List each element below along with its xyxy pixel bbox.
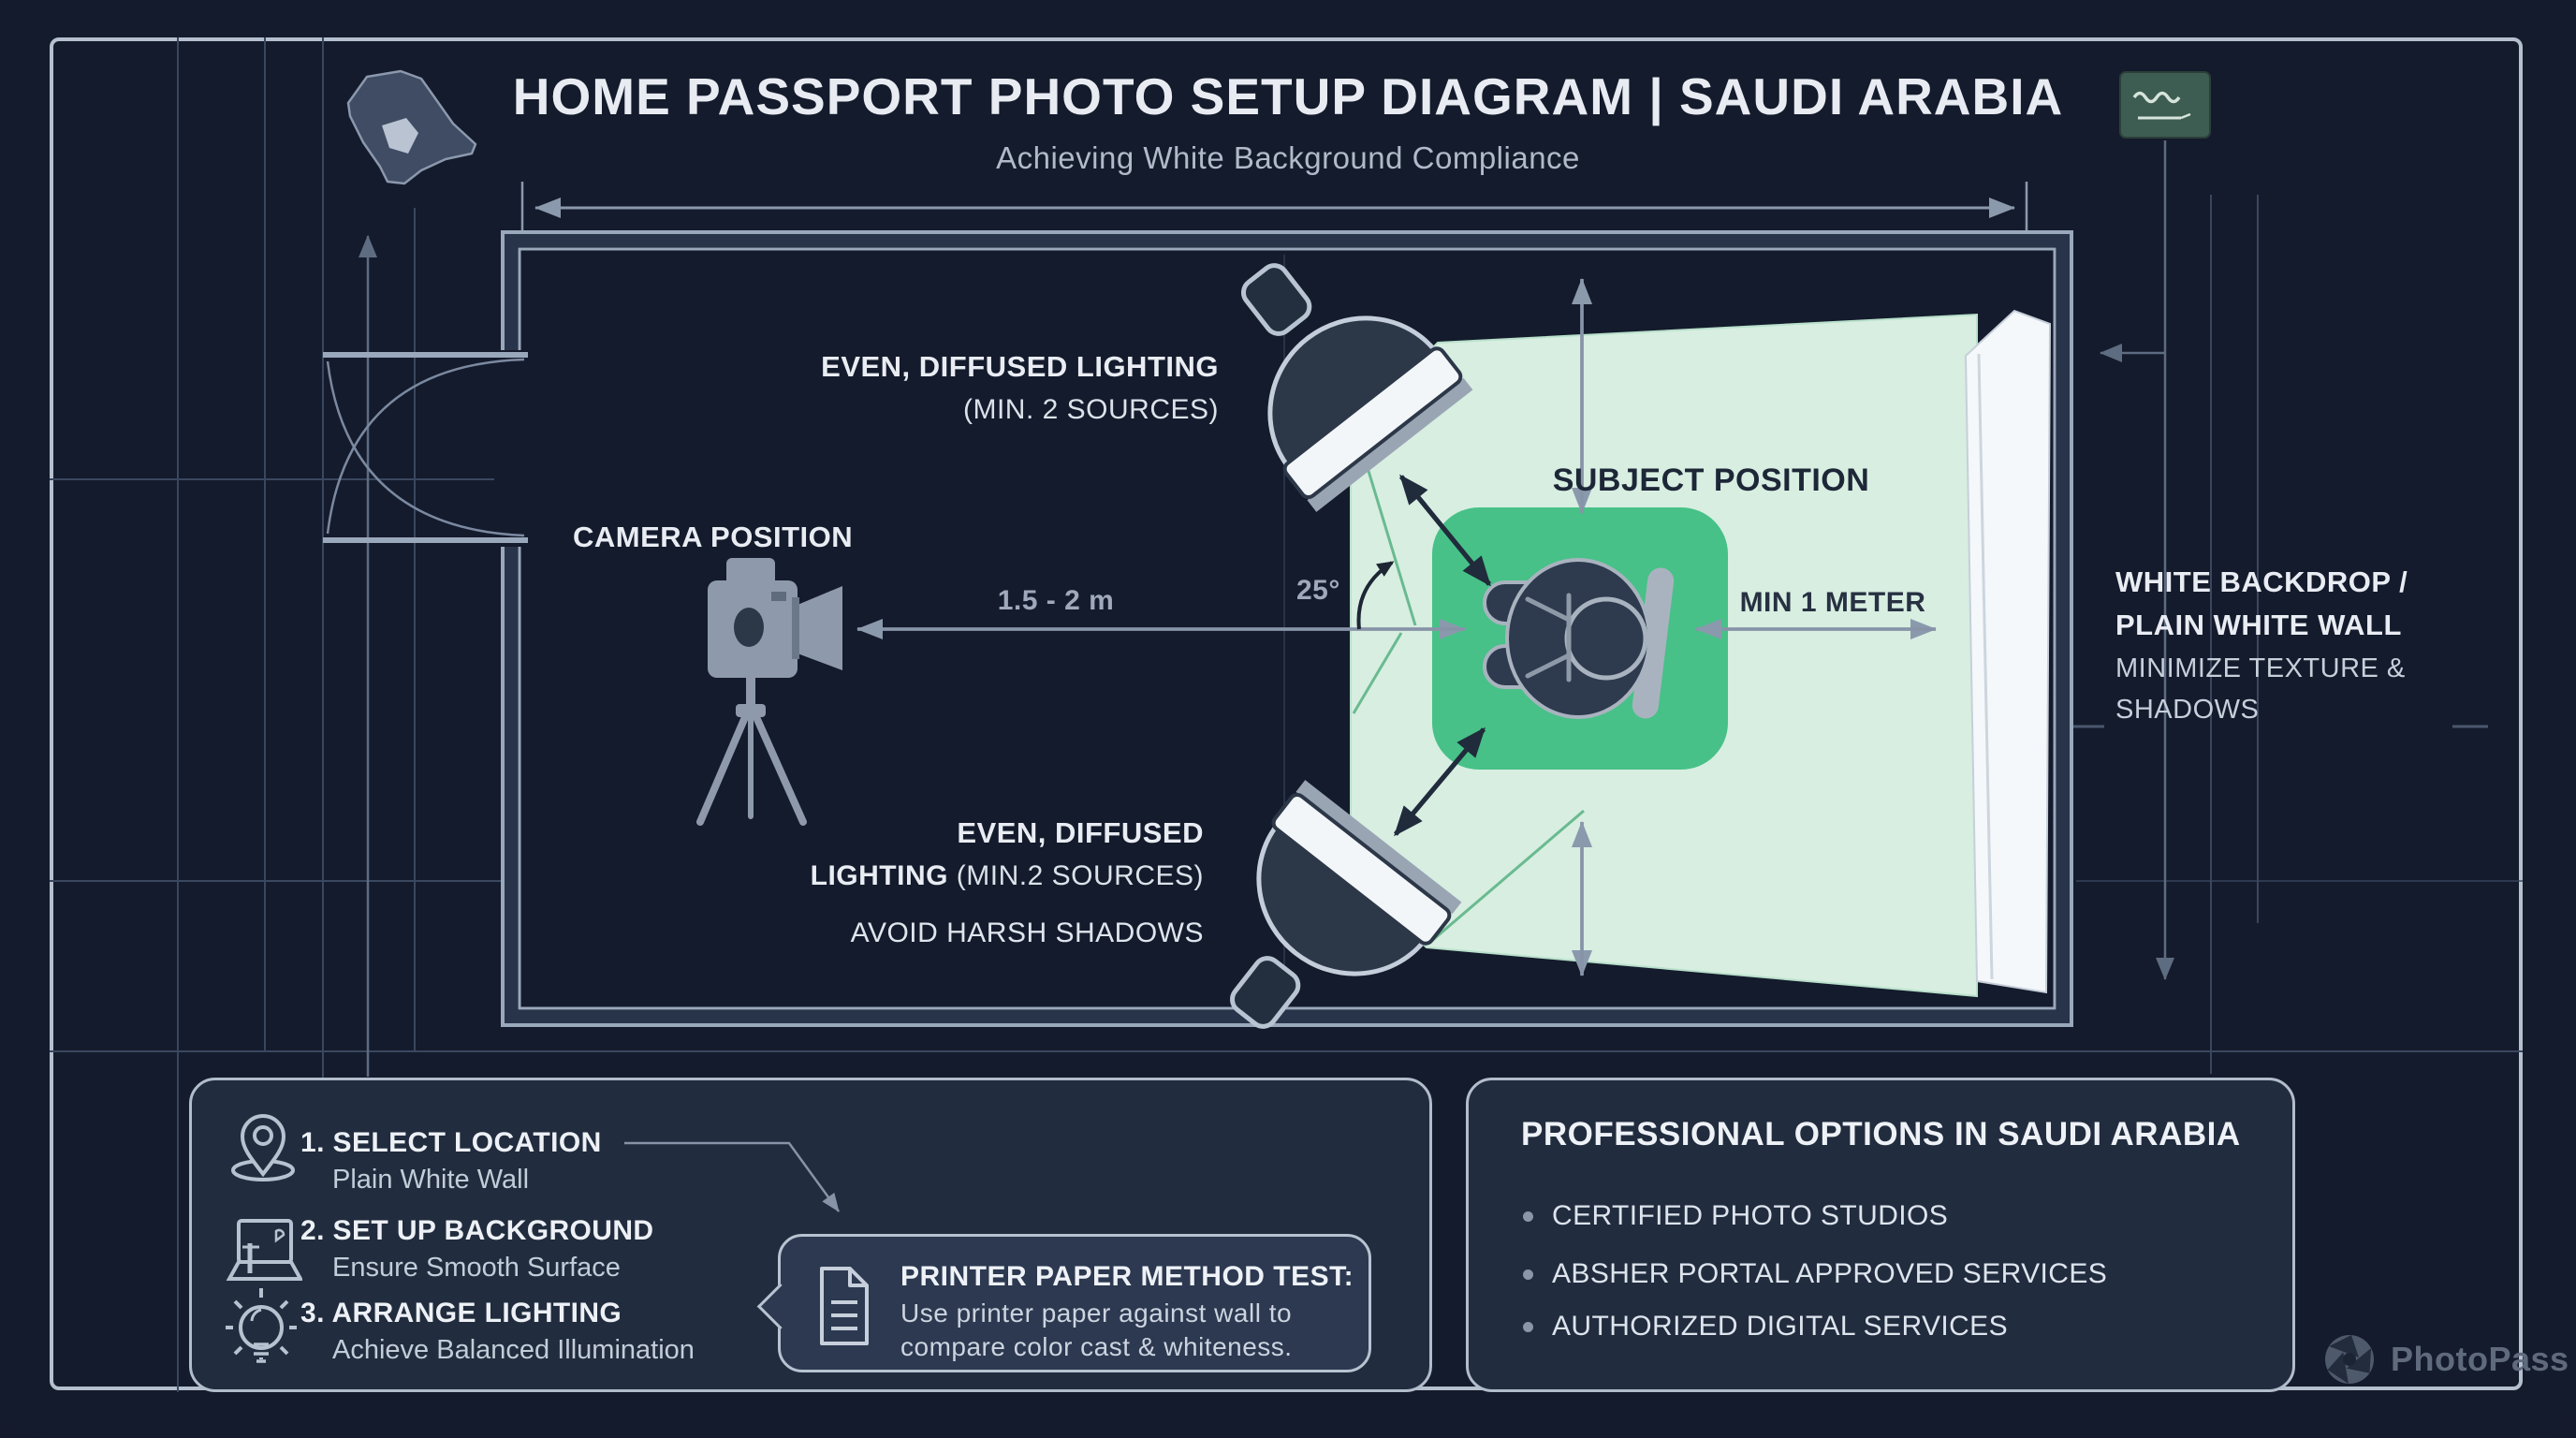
step-3-title: 3. ARRANGE LIGHTING <box>300 1298 622 1328</box>
person-top-view-icon <box>1483 558 1675 719</box>
door-swing <box>323 352 528 543</box>
professional-options-panel: PROFESSIONAL OPTIONS IN SAUDI ARABIA CER… <box>1466 1078 2295 1392</box>
room-outline <box>323 230 2073 1027</box>
backdrop-panel <box>1964 309 2052 994</box>
options-panel-title: PROFESSIONAL OPTIONS IN SAUDI ARABIA <box>1521 1116 2241 1152</box>
document-icon <box>820 1267 869 1345</box>
min-distance-label: MIN 1 METER <box>1739 587 1926 618</box>
backdrop-note-line1: MINIMIZE TEXTURE & <box>2115 653 2406 683</box>
step-1-title: 1. SELECT LOCATION <box>300 1127 602 1158</box>
bullet-dot-icon <box>1523 1269 1533 1280</box>
subject-position-label: SUBJECT POSITION <box>1552 462 1870 498</box>
option-item: ABSHER PORTAL APPROVED SERVICES <box>1523 1258 2107 1290</box>
step-1-subtitle: Plain White Wall <box>332 1165 530 1195</box>
callout-title: PRINTER PAPER METHOD TEST: <box>900 1261 1354 1292</box>
brand-name: PhotoPass <box>2391 1340 2569 1378</box>
backdrop-label-line1: WHITE BACKDROP / <box>2115 565 2408 598</box>
subject-marker <box>1432 507 1728 770</box>
callout-body-line1: Use printer paper against wall to <box>900 1299 1293 1328</box>
page-title: HOME PASSPORT PHOTO SETUP DIAGRAM | SAUD… <box>512 67 2064 125</box>
saudi-flag-icon <box>2119 71 2211 139</box>
angle-arc <box>1356 561 1395 630</box>
bottom-light-label-line1: EVEN, DIFFUSED <box>957 816 1204 849</box>
bullet-dot-icon <box>1523 1211 1533 1222</box>
bottom-light-label-line2-rest: (MIN.2 SOURCES) <box>947 860 1204 891</box>
lightbulb-icon <box>226 1288 297 1363</box>
printer-paper-callout: PRINTER PAPER METHOD TEST: Use printer p… <box>756 1234 1371 1372</box>
option-item: CERTIFIED PHOTO STUDIOS <box>1523 1200 1948 1232</box>
top-light-label-line1: EVEN, DIFFUSED LIGHTING <box>821 350 1219 383</box>
camera-distance-label: 1.5 - 2 m <box>997 585 1115 616</box>
step-3-subtitle: Achieve Balanced Illumination <box>332 1335 695 1365</box>
bottom-light-label-line2: LIGHTING (MIN.2 SOURCES) <box>811 860 1204 893</box>
step-2-subtitle: Ensure Smooth Surface <box>332 1253 621 1283</box>
option-item-label: AUTHORIZED DIGITAL SERVICES <box>1552 1311 2008 1342</box>
camera-icon <box>696 558 842 826</box>
option-item-label: ABSHER PORTAL APPROVED SERVICES <box>1552 1258 2108 1289</box>
aperture-icon <box>2325 1335 2374 1385</box>
setup-steps-panel: 1. SELECT LOCATION Plain White Wall 2. S… <box>189 1078 1432 1392</box>
camera-position-label: CAMERA POSITION <box>573 521 854 553</box>
page-subtitle: Achieving White Background Compliance <box>996 140 1580 175</box>
option-item: AUTHORIZED DIGITAL SERVICES <box>1523 1311 2008 1343</box>
top-width-dimension <box>520 182 2028 238</box>
callout-tail <box>756 1283 804 1330</box>
map-highlight-region <box>382 118 418 154</box>
backdrop-note-line2: SHADOWS <box>2115 695 2260 725</box>
bottom-light-label-line2-bold: LIGHTING <box>810 860 948 891</box>
top-light-label-line2: (MIN. 2 SOURCES) <box>962 394 1219 425</box>
softbox-top-icon <box>1241 263 1473 512</box>
backdrop-label-line2: PLAIN WHITE WALL <box>2115 609 2402 641</box>
callout-body-line2: compare color cast & whiteness. <box>900 1332 1293 1361</box>
bullet-dot-icon <box>1523 1321 1533 1332</box>
light-direction-arrows <box>1394 474 1491 837</box>
avoid-shadows-label: AVOID HARSH SHADOWS <box>850 917 1204 948</box>
step-icons <box>226 1114 302 1363</box>
softbox-bottom-icon <box>1230 780 1462 1029</box>
dimension-arrows-outer <box>359 140 2174 1077</box>
location-pin-icon <box>231 1114 295 1181</box>
option-item-label: CERTIFIED PHOTO STUDIOS <box>1552 1200 1949 1231</box>
step-2-title: 2. SET UP BACKGROUND <box>300 1215 654 1246</box>
brand-logo: PhotoPass <box>2323 1333 2569 1386</box>
backdrop-board-icon <box>226 1219 302 1281</box>
saudi-arabia-map <box>346 69 477 185</box>
angle-label: 25° <box>1296 575 1340 606</box>
